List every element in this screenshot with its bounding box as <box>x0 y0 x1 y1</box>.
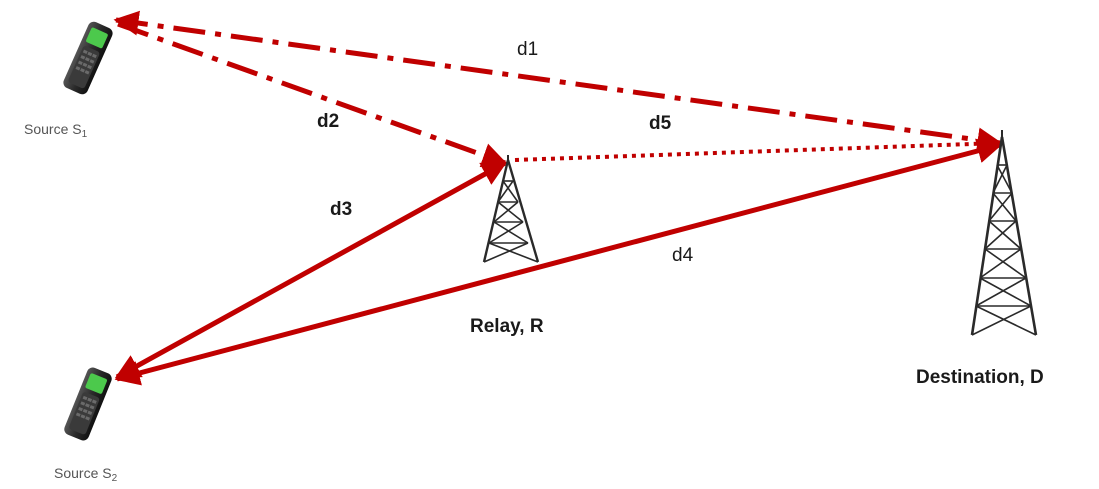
edge-d2 <box>117 21 508 168</box>
relay-label: Relay, R <box>470 316 544 337</box>
source-s2-phone-icon <box>64 367 112 441</box>
destination-label: Destination, D <box>916 367 1044 388</box>
edge-label-d1: d1 <box>517 39 539 60</box>
source-s2-label-text: Source S <box>54 465 112 481</box>
source-s1-label: Source S1 <box>24 122 87 140</box>
source-s2-label-subscript: 2 <box>111 473 118 484</box>
relay-tower-icon <box>482 155 540 263</box>
edge-d1 <box>113 10 1003 153</box>
edge-label-d5: d5 <box>649 113 672 134</box>
source-s1-phone-icon <box>63 21 113 95</box>
destination-tower-icon <box>970 130 1038 336</box>
edge-d5 <box>514 141 1001 162</box>
edge-label-d2: d2 <box>317 111 340 132</box>
source-s1-label-text: Source S <box>24 121 82 137</box>
source-s1-label-subscript: 1 <box>81 129 88 140</box>
source-s2-label: Source S2 <box>54 466 117 484</box>
edge-d3 <box>114 160 508 380</box>
edge-label-d3: d3 <box>330 199 353 220</box>
edge-label-d4: d4 <box>672 245 694 266</box>
edge-d4 <box>114 138 1003 386</box>
